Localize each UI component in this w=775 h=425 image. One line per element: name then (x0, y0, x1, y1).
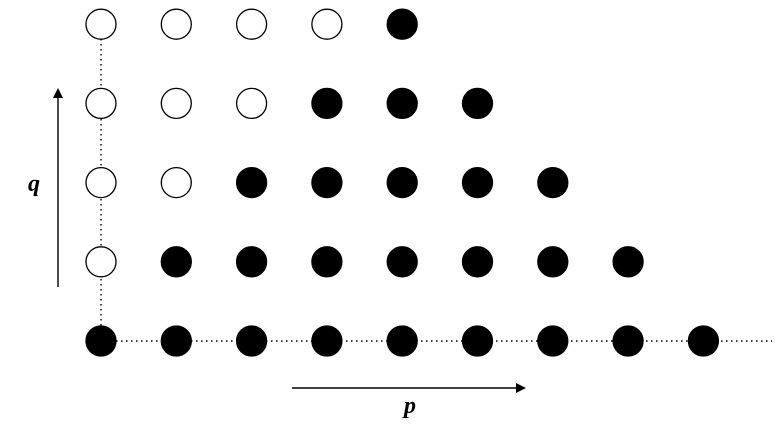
filled-point (311, 325, 343, 357)
filled-point (311, 246, 343, 278)
lattice-points (85, 8, 720, 357)
filled-point (461, 87, 494, 120)
filled-point (235, 325, 268, 357)
filled-point (311, 87, 343, 120)
hollow-point (160, 8, 192, 40)
filled-point (537, 325, 569, 357)
hollow-point (85, 8, 117, 40)
filled-point (235, 166, 268, 199)
hollow-point (85, 87, 117, 120)
filled-point (461, 246, 494, 278)
filled-point (85, 325, 117, 357)
hollow-point (235, 87, 268, 120)
filled-point (160, 325, 192, 357)
filled-point (386, 8, 418, 40)
hollow-point (235, 8, 268, 40)
hollow-point (160, 166, 192, 199)
hollow-point (85, 246, 117, 278)
p-axis-label: p (402, 393, 416, 419)
hollow-point (311, 8, 343, 40)
filled-point (537, 166, 569, 199)
filled-point (461, 325, 494, 357)
filled-point (386, 87, 418, 120)
filled-point (235, 246, 268, 278)
filled-point (386, 166, 418, 199)
filled-point (160, 246, 192, 278)
filled-point (537, 246, 569, 278)
filled-point (386, 246, 418, 278)
filled-point (311, 166, 343, 199)
filled-point (687, 325, 720, 357)
hollow-point (160, 87, 192, 120)
hollow-point (85, 166, 117, 199)
filled-point (386, 325, 418, 357)
filled-point (612, 325, 644, 357)
q-axis-label: q (28, 171, 40, 197)
filled-point (461, 166, 494, 199)
filled-point (612, 246, 644, 278)
